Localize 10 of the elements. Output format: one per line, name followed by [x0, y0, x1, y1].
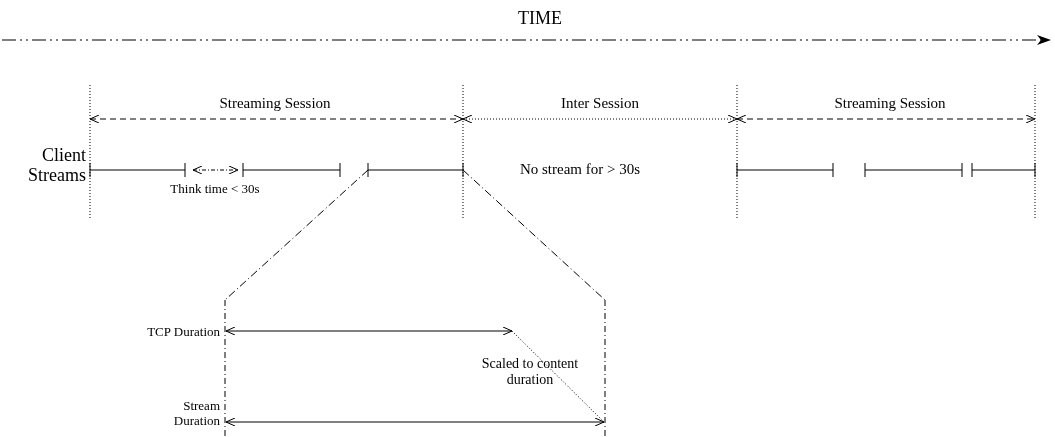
session-label: Inter Session	[560, 95, 640, 112]
session-label: Streaming Session	[833, 95, 947, 112]
row-label: TCP Duration	[146, 324, 220, 339]
row-label: Client Streams	[27, 145, 86, 185]
gap-note: Think time < 30s	[170, 181, 260, 196]
row-label: Stream Duration	[172, 398, 220, 428]
gap-note: No stream for > 30s	[518, 161, 642, 178]
scaling-note: Scaled to content duration	[480, 356, 580, 388]
axis-title: TIME	[517, 8, 563, 28]
session-label: Streaming Session	[218, 95, 332, 112]
